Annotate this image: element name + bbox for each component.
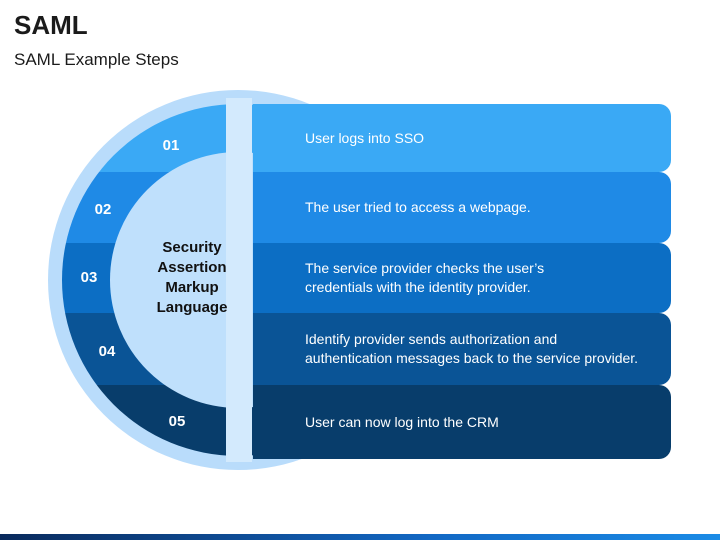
step-bar-01: User logs into SSO [253, 104, 671, 172]
step-text: User can now log into the CRM [305, 413, 499, 430]
step-bar-02: The user tried to access a webpage. [253, 172, 671, 243]
step-bar-04: Identify provider sends authorization an… [253, 313, 671, 385]
step-text: The user tried to access a webpage. [305, 199, 531, 215]
step-number-02: 02 [94, 201, 112, 218]
step-number-03: 03 [80, 269, 98, 286]
center-label: Security Assertion Markup Language [156, 239, 228, 316]
step-number-04: 04 [98, 343, 116, 360]
step-text: Identify provider sends authorization an… [305, 331, 639, 366]
footer-strip [0, 534, 720, 540]
page-title: SAML [14, 10, 88, 40]
step-text: User logs into SSO [305, 129, 425, 146]
center-divider [226, 98, 252, 462]
step-bar-05: User can now log into the CRM [253, 385, 671, 459]
page-subtitle: SAML Example Steps [14, 50, 179, 69]
step-text: The service provider checks the user’s c… [305, 260, 545, 295]
step-number-05: 05 [168, 413, 186, 430]
step-number-01: 01 [162, 137, 180, 154]
step-bar-03: The service provider checks the user’s c… [253, 243, 671, 313]
